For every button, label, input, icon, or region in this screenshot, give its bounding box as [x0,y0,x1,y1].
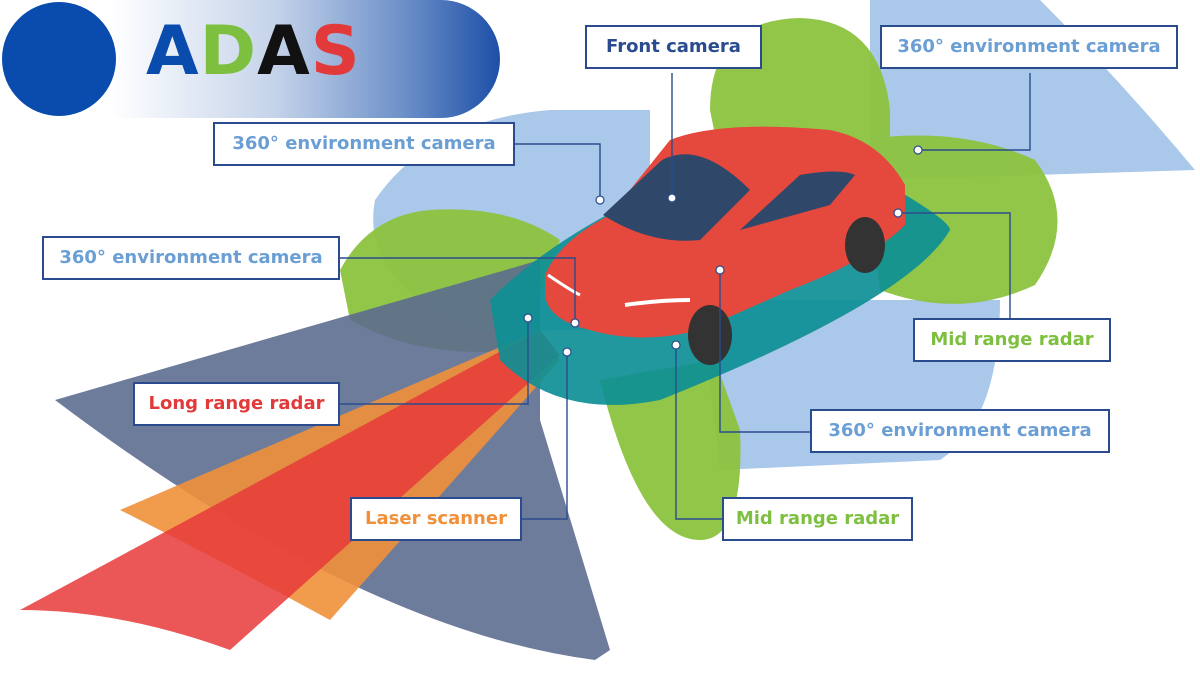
label-front-camera: Front camera [585,25,762,69]
label-laser-scanner: Laser scanner [350,497,522,541]
label-env-camera-top-left: 360° environment camera [213,122,515,166]
leader-long-range-radar [340,318,529,405]
leader-mid-radar-bottom [675,345,722,520]
title-letter: A [257,12,311,91]
leader-env-camera-left [340,257,576,323]
leader-env-camera-bottom-right [719,270,810,433]
leader-env-camera-top-right [918,73,1031,151]
label-env-camera-bottom-right: 360° environment camera [810,409,1110,453]
header-banner: ADAS [0,0,500,118]
sensor-dot [570,318,580,328]
sensor-dot [523,313,533,323]
title-letter: D [199,12,258,91]
leader-laser-scanner [522,352,568,520]
label-mid-range-radar-bottom: Mid range radar [722,497,913,541]
leader-mid-radar-right [898,212,1011,320]
car-wheel-front [688,305,732,365]
label-env-camera-left: 360° environment camera [42,236,340,280]
sensor-dot [671,340,681,350]
radar-field-bottom [600,360,741,540]
sensor-dot [715,265,725,275]
car-side-window [740,171,855,230]
page-title: ADAS [146,12,361,92]
logo-circle-icon [2,2,116,116]
long-range-radar-beam [20,330,560,650]
sensor-dot [595,195,605,205]
sensor-dot [667,193,677,203]
sensor-points [523,145,923,357]
car-headlight-left [547,273,581,297]
car-headlight-right [624,298,691,307]
sensor-dot [913,145,923,155]
label-mid-range-radar-right: Mid range radar [913,318,1111,362]
title-letter: S [310,12,361,91]
label-env-camera-top-right: 360° environment camera [880,25,1178,69]
leader-env-camera-top-left [515,143,601,200]
leader-lines [340,73,1031,520]
car-wheel-rear [845,217,885,273]
sensor-dot [893,208,903,218]
title-letter: A [146,12,200,91]
sensor-dot [562,347,572,357]
label-long-range-radar: Long range radar [133,382,340,426]
